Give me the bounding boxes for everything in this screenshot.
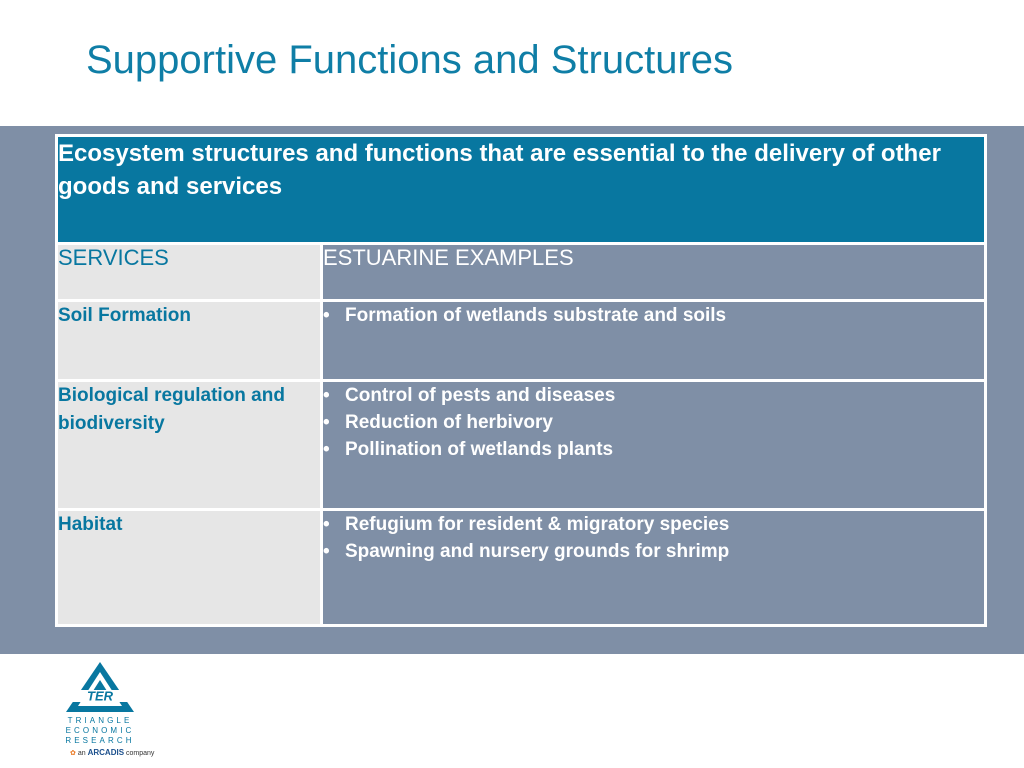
logo-line: RESEARCH	[65, 736, 135, 745]
table-row: Biological regulation and biodiversity •…	[55, 379, 987, 511]
ter-logo: TER TRIANGLE ECONOMIC RESEARCH ✿ an ARCA…	[60, 660, 154, 762]
logo-line: TRIANGLE	[67, 716, 133, 725]
example-text: Formation of wetlands substrate and soil…	[345, 305, 727, 326]
bullet-icon: •	[323, 514, 330, 535]
triangle-logo-icon: TER	[66, 662, 134, 712]
bullet-icon: •	[323, 541, 330, 562]
bullet-icon: •	[323, 305, 330, 326]
table-row: Habitat • Refugium for resident & migrato…	[55, 508, 987, 627]
logo-tagline: ✿ an ARCADIS company	[70, 748, 154, 759]
examples-cell: • Refugium for resident & migratory speci…	[320, 508, 987, 627]
examples-cell: • Control of pests and diseases • Reductio…	[320, 379, 987, 511]
example-text: Reduction of herbivory	[345, 412, 553, 433]
table-header-row: Ecosystem structures and functions that …	[55, 134, 987, 245]
column-header-examples: ESTUARINE EXAMPLES	[320, 242, 987, 302]
logo-tag-brand: ARCADIS	[87, 748, 125, 757]
list-item: • Refugium for resident & migratory speci…	[323, 511, 984, 538]
example-text: Pollination of wetlands plants	[345, 439, 614, 460]
arcadis-mark-icon: ✿	[70, 750, 76, 757]
logo-mark: TER	[87, 689, 114, 704]
logo-line: ECONOMIC	[65, 726, 135, 735]
bullet-icon: •	[323, 412, 330, 433]
list-item: • Reduction of herbivory	[323, 409, 984, 436]
examples-cell: • Formation of wetlands substrate and soi…	[320, 299, 987, 382]
logo-tag-prefix: an	[77, 750, 86, 757]
example-text: Control of pests and diseases	[345, 385, 616, 406]
service-name: Biological regulation and biodiversity	[55, 379, 323, 511]
logo-wordmark: TRIANGLE ECONOMIC RESEARCH	[62, 716, 138, 746]
list-item: • Pollination of wetlands plants	[323, 436, 984, 463]
examples-list: • Refugium for resident & migratory speci…	[323, 511, 984, 565]
table-row: Soil Formation • Formation of wetlands su…	[55, 299, 987, 382]
examples-list: • Formation of wetlands substrate and soi…	[323, 302, 984, 329]
service-name: Habitat	[55, 508, 323, 627]
page-title: Supportive Functions and Structures	[86, 38, 734, 82]
services-table: Ecosystem structures and functions that …	[55, 134, 987, 627]
example-text: Spawning and nursery grounds for shrimp	[345, 541, 730, 562]
logo-tag-suffix: company	[125, 750, 155, 757]
example-text: Refugium for resident & migratory specie…	[345, 514, 730, 535]
list-item: • Spawning and nursery grounds for shrimp	[323, 538, 984, 565]
list-item: • Formation of wetlands substrate and soi…	[323, 302, 984, 329]
column-header-services: SERVICES	[55, 242, 323, 302]
table-header: Ecosystem structures and functions that …	[55, 134, 987, 245]
bullet-icon: •	[323, 439, 330, 460]
list-item: • Control of pests and diseases	[323, 382, 984, 409]
service-name: Soil Formation	[55, 299, 323, 382]
column-header-row: SERVICES ESTUARINE EXAMPLES	[55, 242, 987, 302]
examples-list: • Control of pests and diseases • Reductio…	[323, 382, 984, 463]
bullet-icon: •	[323, 385, 330, 406]
